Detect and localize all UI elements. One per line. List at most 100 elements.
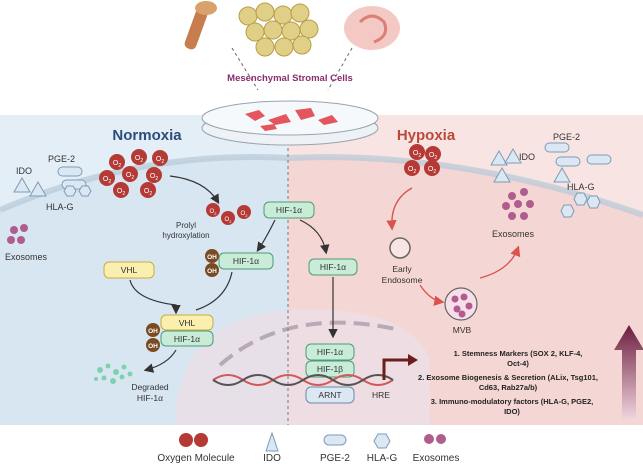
svg-text:O2: O2 (103, 176, 111, 185)
hlag-icon (573, 192, 588, 206)
list-item-3-line1: 3. Immuno-modulatory factors (HLA-G, PGE… (431, 397, 594, 406)
legend-oxygen-icon (179, 433, 208, 447)
upregulation-list: 1. Stemness Markers (SOX 2, KLF-4, Oct-4… (418, 349, 598, 416)
ido-icon (493, 166, 511, 183)
oxygen-molecule: O2 (109, 154, 125, 170)
legend-pge2-label: PGE-2 (320, 453, 350, 464)
degraded-hif1a-label: HIF-1α (137, 393, 163, 403)
legend-ido-label: IDO (263, 453, 281, 464)
exosome-cluster-right (502, 188, 534, 220)
svg-text:O2: O2 (428, 166, 436, 175)
pge2-icon (544, 142, 570, 153)
hif1a-complex-box (160, 330, 214, 347)
transcription-start-arrow (382, 358, 410, 380)
svg-text:O2: O2 (225, 217, 233, 224)
svg-text:O2: O2 (150, 173, 158, 182)
hlag-icon (560, 204, 575, 218)
dotted-line-right (327, 47, 353, 91)
oh-label: OH (207, 268, 217, 275)
pge2-label: PGE-2 (48, 154, 75, 164)
adipose-tissue-icon (238, 2, 319, 57)
list-item-2-line2: Cd63, Rab27a/b) (479, 383, 538, 392)
legend-oxygen-label: Oxygen Molecule (157, 453, 235, 464)
dotted-line-left (231, 47, 259, 91)
endosome-label: Endosome (382, 275, 423, 285)
degraded-fragments (94, 363, 133, 384)
bone-icon (184, 1, 217, 50)
list-item-3-line2: IDO) (504, 407, 520, 416)
oxygen-entry-arrow (169, 175, 220, 205)
legend-hlag-icon (373, 433, 391, 449)
pge2-icon (57, 166, 83, 177)
hre-label: HRE (372, 390, 390, 400)
mvb-vesicles (451, 293, 473, 318)
oxygen-molecule: O2 (409, 144, 425, 160)
list-item-1-line2: Oct-4) (507, 359, 529, 368)
petri-dish (201, 100, 379, 146)
pge2-label-right: PGE-2 (553, 132, 580, 142)
oh-group (205, 263, 219, 277)
svg-text:O2: O2 (135, 155, 143, 164)
degradation-arrow (143, 349, 177, 373)
svg-text:O2: O2 (117, 188, 125, 197)
svg-text:O2: O2 (144, 188, 152, 197)
svg-text:O2: O2 (210, 209, 218, 216)
oxygen-cluster-inside: O2 O2 O2 (206, 203, 251, 225)
endocytosis-arrow (386, 187, 413, 231)
hypoxia-title: Hypoxia (397, 127, 456, 144)
oxygen-molecule: O2 (113, 182, 129, 198)
early-endosome (389, 237, 411, 259)
transcription-arrowhead (408, 354, 418, 366)
svg-text:O2: O2 (413, 150, 421, 159)
arnt-label: ARNT (318, 390, 341, 400)
oxygen-cluster-left: O2 O2 O2 O2 O2 O2 O2 O2 (99, 149, 168, 198)
vhl-complex-label: VHL (179, 318, 196, 328)
oxygen-molecule: O2 (146, 167, 162, 183)
oxygen-molecule: O2 (99, 170, 115, 186)
hif1a-label-top: HIF-1α (276, 205, 302, 215)
hydroxylation-arrow (256, 219, 276, 252)
svg-text:O2: O2 (241, 211, 249, 218)
exosome-release-arrow (479, 245, 521, 279)
svg-text:O2: O2 (113, 160, 121, 169)
svg-text:O2: O2 (429, 152, 437, 161)
hif1a-box-hydroxylated (218, 252, 274, 270)
exosome-cluster-left (7, 224, 28, 244)
cell-membrane (0, 154, 643, 218)
ido-icon (13, 176, 31, 193)
hif1b-label: HIF-1β (317, 364, 343, 374)
hif1a-binding-line (195, 271, 233, 311)
ido-label-right: IDO (519, 152, 535, 162)
hif1a-complex-label: HIF-1α (174, 334, 200, 344)
vhl-binding-arrow (129, 279, 181, 315)
oxygen-molecule: O2 (152, 150, 168, 166)
oh-group (146, 338, 160, 352)
mesenchymal-stromal-cells-label: Mesenchymal Stromal Cells (227, 73, 353, 84)
exosomes-label-right: Exosomes (492, 229, 535, 239)
hif1a-label-hydroxylated: HIF-1α (233, 256, 259, 266)
legend-ido-icon (265, 431, 279, 452)
oxygen-molecule: O2 (425, 146, 441, 162)
hif1a-box-nucleus (305, 343, 355, 361)
hif1a-label-stable: HIF-1α (320, 262, 346, 272)
ido-icon (29, 180, 47, 197)
legend-exosomes-label: Exosomes (413, 453, 460, 464)
legend-exosome-icon (424, 434, 446, 444)
hlag-icon (586, 195, 601, 209)
oh-label: OH (148, 343, 158, 350)
ido-label: IDO (16, 166, 32, 176)
legend-hlag-label: HLA-G (367, 453, 398, 464)
normoxia-title: Normoxia (112, 127, 182, 144)
oxygen-cluster-right: O2 O2 O2 O2 (404, 144, 441, 176)
oxygen-molecule: O2 (221, 211, 235, 225)
oxygen-molecule: O2 (140, 182, 156, 198)
prolyl-label: Prolyl (176, 221, 196, 230)
exosomes-label-left: Exosomes (5, 252, 48, 262)
degraded-label: Degraded (131, 382, 169, 392)
hlag-label-right: HLA-G (567, 182, 595, 192)
oxygen-molecule: O2 (122, 166, 138, 182)
oxygen-molecule: O2 (424, 160, 440, 176)
pge2-icon (555, 156, 581, 167)
oxygen-molecule: O2 (404, 160, 420, 176)
